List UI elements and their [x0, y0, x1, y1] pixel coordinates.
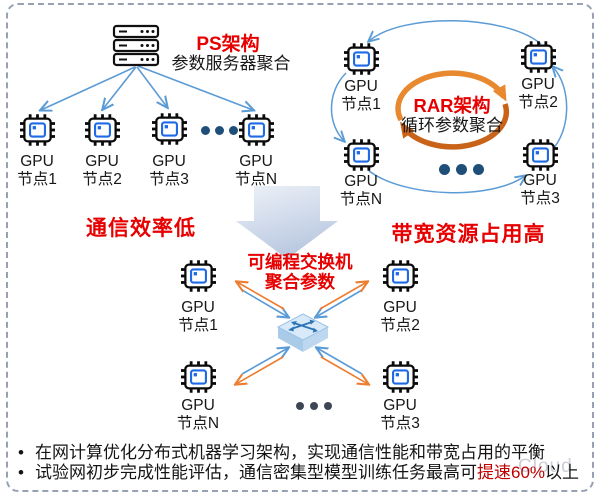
- rar-drawback-caption: 带宽资源占用高: [391, 223, 546, 246]
- rar-ring-arcs: [330, 20, 568, 194]
- gpu-chip-icon: [181, 361, 216, 398]
- gpu-chip-icon: [344, 139, 379, 176]
- rar-architecture-title: RAR架构: [413, 95, 491, 116]
- node-label: GPU 节点N: [339, 173, 383, 208]
- node-label: GPU 节点3: [149, 153, 189, 188]
- ellipsis-icon: [293, 402, 335, 410]
- gpu-chip-icon: [20, 114, 55, 151]
- rar-architecture-subtitle: 循环参数聚合: [401, 116, 503, 135]
- ps-architecture-subtitle: 参数服务器聚合: [171, 54, 291, 73]
- gpu-chip-icon: [85, 114, 120, 151]
- ellipsis-icon: [198, 126, 240, 135]
- gpu-chip-icon: [521, 41, 556, 78]
- node-label: GPU 节点2: [82, 153, 122, 188]
- gpu-chip-icon: [239, 114, 274, 151]
- node-label: GPU 节点N: [176, 397, 220, 432]
- bullet-item: • 在网计算优化分布式机器学习架构，实现通信性能和带宽占用的平衡: [18, 443, 593, 463]
- gpu-chip-icon: [344, 43, 379, 80]
- switch-bidirectional-arrows: [236, 282, 368, 384]
- node-label: GPU 节点1: [178, 299, 218, 334]
- ps-fanout-arrows: [41, 65, 253, 110]
- gpu-chip-icon: [152, 113, 187, 150]
- bullet-item: • 试验网初步完成性能评估，通信密集型模型训练任务最高可提速60%以上: [18, 463, 593, 483]
- programmable-switch-icon: [276, 313, 330, 352]
- gpu-chip-icon: [383, 361, 418, 398]
- transition-down-arrow: [236, 186, 338, 259]
- bullet-text: 在网计算优化分布式机器学习架构，实现通信性能和带宽占用的平衡: [35, 443, 545, 462]
- rar-cycle-swirl-icon: [395, 70, 510, 150]
- ps-drawback-caption: 通信效率低: [86, 217, 196, 240]
- node-label: GPU 节点1: [341, 78, 381, 113]
- gpu-chip-icon: [383, 260, 418, 297]
- ellipsis-icon: [436, 164, 487, 175]
- node-label: GPU 节点2: [518, 76, 558, 111]
- speedup-highlight: 提速60%: [477, 463, 546, 482]
- bullet-marker: •: [18, 463, 24, 482]
- ps-architecture-title: PS架构: [196, 34, 260, 55]
- watermark-text: Cloud: [518, 456, 573, 477]
- bullet-marker: •: [18, 443, 24, 462]
- node-label: GPU 节点N: [234, 153, 278, 188]
- node-label: GPU 节点1: [17, 153, 57, 188]
- switch-architecture-title: 可编程交换机 聚合参数: [247, 252, 353, 292]
- gpu-chip-icon: [523, 139, 558, 176]
- node-label: GPU 节点2: [380, 299, 420, 334]
- gpu-chip-icon: [181, 260, 216, 297]
- bullet-text: 试验网初步完成性能评估，通信密集型模型训练任务最高可提速60%以上: [35, 463, 580, 482]
- parameter-server-icon: [112, 24, 160, 67]
- node-label: GPU 节点3: [520, 172, 560, 207]
- node-label: GPU 节点3: [380, 397, 420, 432]
- summary-bullet-list: • 在网计算优化分布式机器学习架构，实现通信性能和带宽占用的平衡 • 试验网初步…: [18, 443, 593, 483]
